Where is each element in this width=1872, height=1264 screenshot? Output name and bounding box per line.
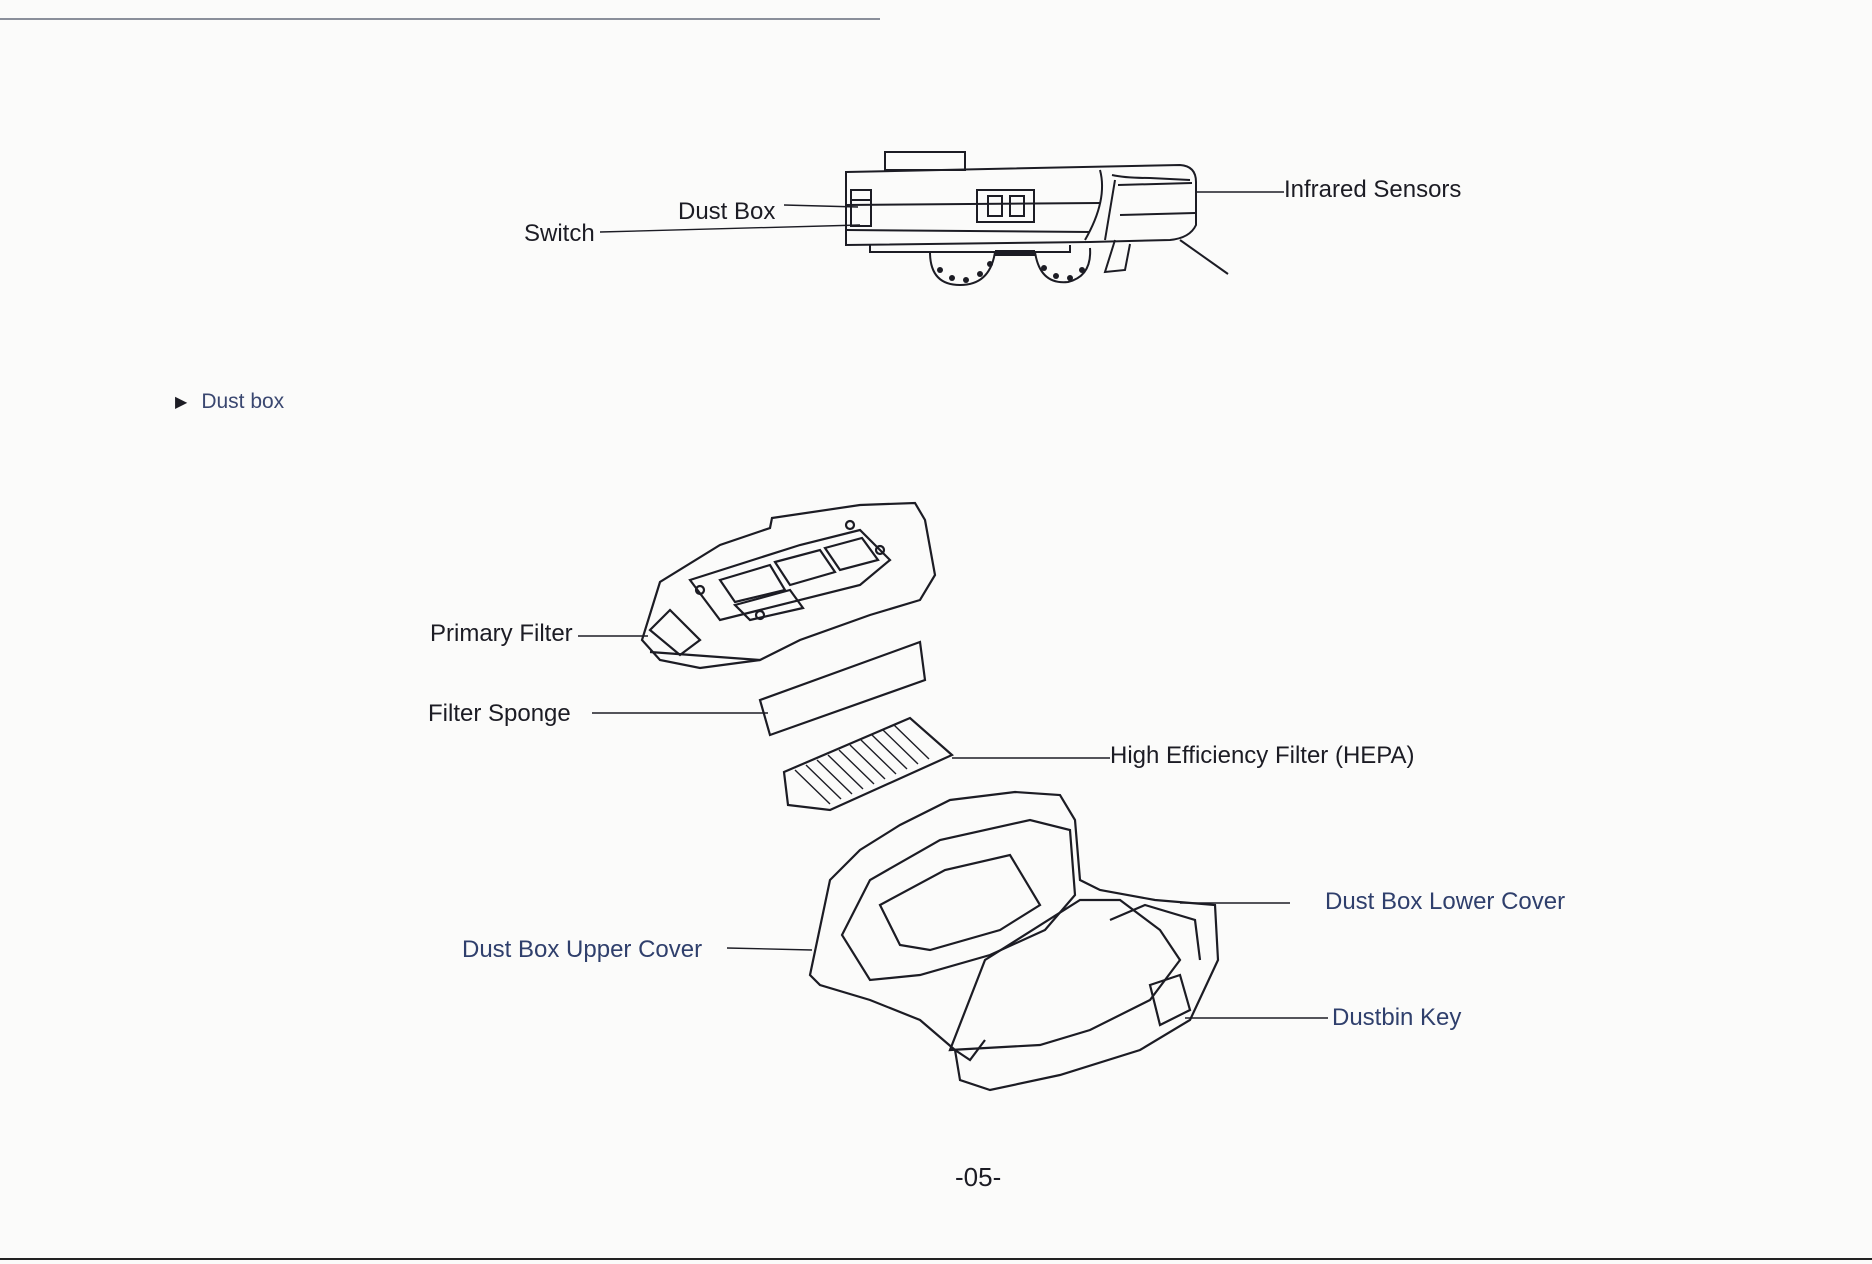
dustbin-key-label: Dustbin Key — [1332, 1006, 1461, 1030]
dust-box-lower-cover-label: Dust Box Lower Cover — [1325, 890, 1565, 914]
dust-box-upper-cover-label: Dust Box Upper Cover — [462, 938, 702, 962]
hepa-filter-label: High Efficiency Filter (HEPA) — [1110, 744, 1415, 768]
page-number: -05- — [955, 1162, 1001, 1193]
primary-filter-label: Primary Filter — [430, 622, 573, 646]
filter-sponge-label: Filter Sponge — [428, 702, 571, 726]
page-bottom-edge — [0, 1258, 1872, 1260]
